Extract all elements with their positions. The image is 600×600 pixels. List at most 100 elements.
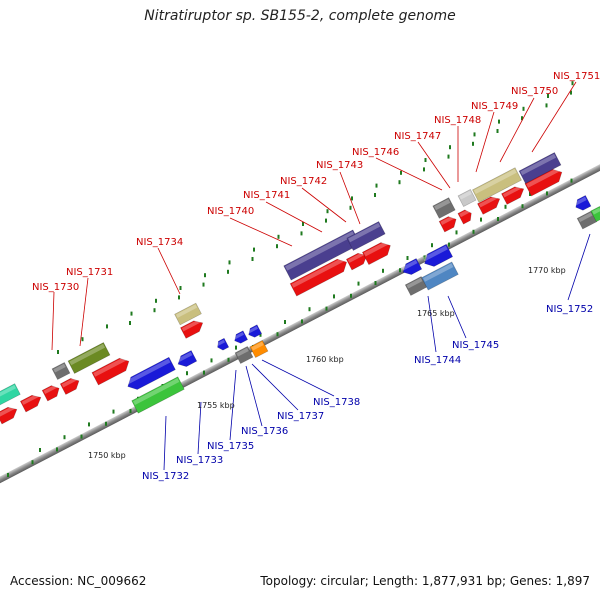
cds-block-highlight <box>440 215 455 225</box>
rev-block-shape <box>217 337 230 351</box>
tick-label: 1765 kbp <box>417 309 455 318</box>
gene-label-forward[interactable]: NIS_1741 <box>243 190 290 201</box>
guide-mark <box>179 286 182 290</box>
guide-mark <box>473 132 476 137</box>
label-leaders <box>51 81 591 471</box>
leader-line <box>301 187 347 223</box>
cog-block <box>67 342 111 374</box>
guide-mark <box>253 247 255 252</box>
cog-block-highlight <box>434 198 451 211</box>
guide-mark <box>545 103 548 108</box>
gene-label-forward[interactable]: NIS_1734 <box>136 237 183 248</box>
rev-block <box>233 330 249 344</box>
rev-block-shape <box>590 205 600 223</box>
guide-mark <box>227 269 229 274</box>
guide-mark <box>424 158 427 162</box>
cds-block-highlight <box>0 405 16 417</box>
gene-label-reverse[interactable]: NIS_1752 <box>546 304 593 315</box>
rev-block-highlight <box>233 332 244 340</box>
rev-block-highlight <box>176 351 193 363</box>
rev-block-shape <box>131 376 185 414</box>
guide-mark <box>472 141 474 146</box>
guide-mark <box>571 81 574 86</box>
rev-block-highlight <box>236 347 249 357</box>
tick-label: 1770 kbp <box>528 266 566 275</box>
leader-line <box>427 295 437 353</box>
guide-mark <box>326 209 329 214</box>
cds-block <box>457 209 472 225</box>
cds-block <box>438 215 457 233</box>
cds-block-highlight <box>526 167 561 188</box>
cds-block-shape <box>59 378 80 395</box>
guide-mark <box>112 409 115 414</box>
guide-mark <box>529 192 531 196</box>
gene-label-reverse[interactable]: NIS_1744 <box>414 355 461 366</box>
cog-block <box>346 221 386 251</box>
cog-block-shape <box>51 362 71 380</box>
gene-label-reverse[interactable]: NIS_1733 <box>176 455 223 466</box>
gene-label-forward[interactable]: NIS_1730 <box>32 282 79 293</box>
leader-line <box>265 201 323 233</box>
cds-block <box>289 257 347 297</box>
guide-mark <box>186 371 188 376</box>
guide-mark <box>153 308 156 313</box>
gene-label-forward[interactable]: NIS_1747 <box>394 131 441 142</box>
leader-line <box>251 363 299 411</box>
rev-block-shape <box>424 243 454 267</box>
cds-block-shape <box>345 252 368 271</box>
guide-mark <box>350 293 352 298</box>
gene-label-reverse[interactable]: NIS_1735 <box>207 441 254 452</box>
guide-mark <box>105 421 107 426</box>
cds-block <box>19 393 42 413</box>
guide-mark <box>63 435 66 440</box>
gene-label-forward[interactable]: NIS_1731 <box>66 267 113 278</box>
gene-label-forward[interactable]: NIS_1740 <box>207 206 254 217</box>
guide-mark <box>210 358 213 363</box>
cds-block <box>41 384 60 402</box>
guide-mark <box>406 256 409 260</box>
guide-mark <box>423 255 426 260</box>
gene-label-reverse[interactable]: NIS_1732 <box>142 471 189 482</box>
guide-mark <box>496 129 499 133</box>
leader-line <box>245 365 263 427</box>
guide-mark <box>203 370 205 375</box>
cds-block-shape <box>41 385 60 402</box>
gene-label-forward[interactable]: NIS_1743 <box>316 160 363 171</box>
tick-label: 1750 kbp <box>88 451 126 460</box>
cds-block-shape <box>91 357 130 386</box>
guide-mark <box>31 460 34 465</box>
rev-block <box>247 324 263 338</box>
cog-block-shape <box>0 383 21 407</box>
gene-label-forward[interactable]: NIS_1742 <box>280 176 327 187</box>
rev-block-highlight <box>247 326 258 334</box>
leader-line <box>261 359 335 397</box>
gene-label-reverse[interactable]: NIS_1738 <box>313 397 360 408</box>
rev-block <box>249 340 269 358</box>
gene-label-reverse[interactable]: NIS_1745 <box>452 340 499 351</box>
guide-mark <box>301 319 303 324</box>
guide-mark <box>57 350 59 354</box>
rev-block-shape <box>234 346 254 364</box>
guide-mark <box>349 205 352 210</box>
gene-label-reverse[interactable]: NIS_1737 <box>277 411 324 422</box>
cog-block-shape <box>67 342 111 374</box>
gene-label-forward[interactable]: NIS_1749 <box>471 101 518 112</box>
cds-block-shape <box>180 320 204 339</box>
guide-mark <box>7 473 9 477</box>
cog-block-shape <box>346 221 386 251</box>
guide-mark <box>431 243 433 248</box>
cds-block-shape <box>289 258 347 297</box>
gene-label-reverse[interactable]: NIS_1736 <box>241 426 288 437</box>
cog-block-shape <box>174 302 202 326</box>
guide-mark <box>398 180 401 185</box>
cds-block-highlight <box>93 356 128 377</box>
rev-block-highlight <box>251 341 264 351</box>
gene-label-forward[interactable]: NIS_1746 <box>352 147 399 158</box>
cog-block <box>174 302 202 326</box>
gene-label-forward[interactable]: NIS_1748 <box>434 115 481 126</box>
guide-mark <box>522 106 525 111</box>
guide-mark <box>480 217 482 222</box>
gene-label-forward[interactable]: NIS_1750 <box>511 86 558 97</box>
gene-label-forward[interactable]: NIS_1751 <box>553 71 600 82</box>
